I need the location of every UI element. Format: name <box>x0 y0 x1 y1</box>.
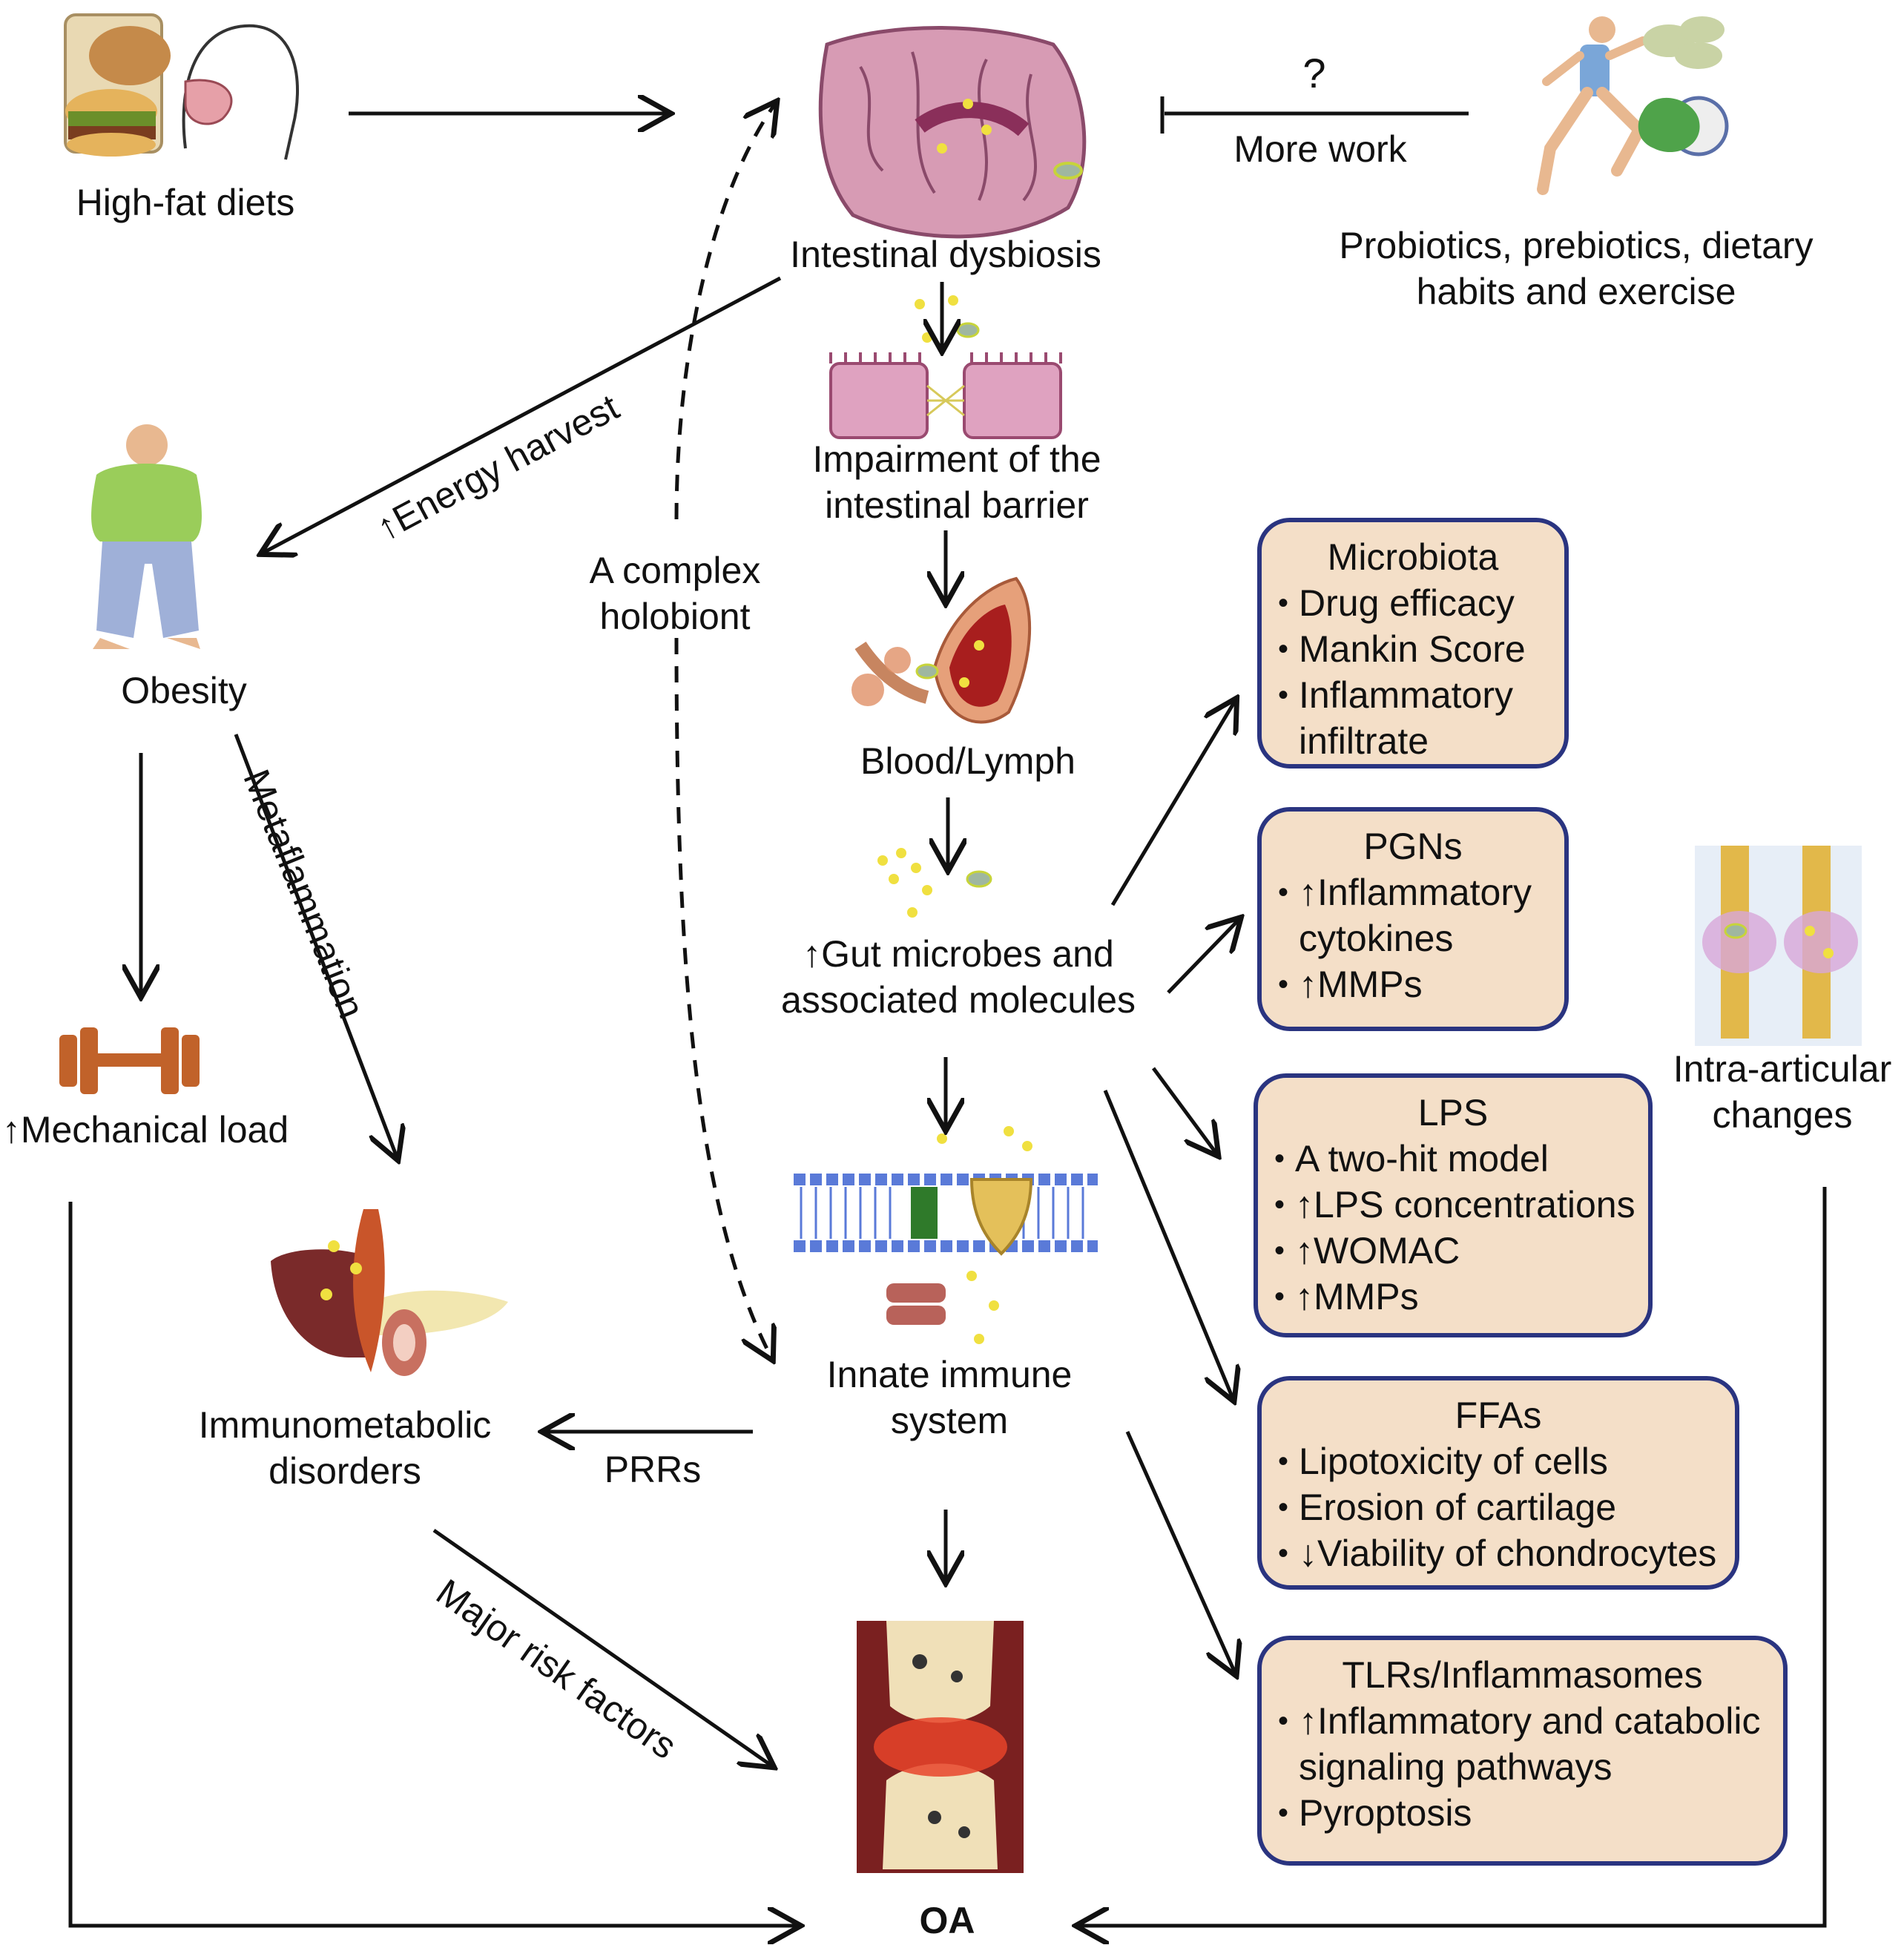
box-lps-item: ↑LPS concentrations <box>1274 1182 1635 1228</box>
box-tlrs-item: Pyroptosis <box>1278 1790 1767 1836</box>
label-question: ? <box>1302 50 1326 96</box>
arrow-to-ffas <box>1103 1090 1233 1398</box>
label-immunometabolic-line-1: Immunometabolic <box>198 1404 492 1446</box>
box-tlrs-inflammasomes: TLRs/Inflammasomes ↑Inflammatory and cat… <box>1257 1636 1788 1866</box>
box-tlrs-title: TLRs/Inflammasomes <box>1342 1654 1703 1696</box>
box-pgns-title: PGNs <box>1363 826 1463 867</box>
arrow-intra-to-oa <box>1079 1187 1827 1926</box>
box-ffas: FFAs Lipotoxicity of cells Erosion of ca… <box>1257 1376 1739 1590</box>
knee-joint-icon <box>1695 846 1862 1046</box>
label-more-work: More work <box>1233 128 1407 170</box>
label-intestinal-dysbiosis: Intestinal dysbiosis <box>790 234 1101 275</box>
label-gut-microbes-line-2: associated molecules <box>780 979 1136 1021</box>
dumbbell-icon <box>59 1027 200 1094</box>
box-microbiota-item: Drug efficacy <box>1278 580 1548 626</box>
food-icon <box>64 13 171 157</box>
exercise-probiotics-icon <box>1537 16 1729 195</box>
label-impairment-barrier: Impairment of the intestinal barrier <box>812 436 1101 528</box>
box-ffas-item: Lipotoxicity of cells <box>1278 1438 1719 1484</box>
arrow-major-risk <box>432 1528 771 1765</box>
head-profile-icon <box>182 24 300 160</box>
box-tlrs-item: ↑Inflammatory and catabolic <box>1278 1698 1767 1744</box>
obese-person-icon <box>91 424 202 649</box>
box-microbiota-item: infiltrate <box>1299 720 1429 762</box>
box-tlrs-item: signaling pathways <box>1299 1746 1613 1788</box>
label-mechanical-load: ↑Mechanical load <box>1 1109 289 1151</box>
intestinal-barrier-icon <box>829 295 1062 439</box>
box-lps: LPS A two-hit model ↑LPS concentrations … <box>1254 1073 1653 1337</box>
label-impairment-line-1: Impairment of the <box>812 438 1101 480</box>
label-immunometabolic: Immunometabolic disorders <box>199 1402 492 1494</box>
box-microbiota-item: Inflammatory <box>1278 672 1548 718</box>
label-high-fat-diets: High-fat diets <box>76 182 295 223</box>
arrow-energy-harvest <box>263 276 782 553</box>
label-holobiont-line-1: A complex <box>589 550 761 591</box>
label-innate-line-1: Innate immune <box>826 1354 1073 1395</box>
box-microbiota-title: Microbiota <box>1327 536 1499 578</box>
label-intra-line-1: Intra-articular <box>1673 1048 1892 1090</box>
label-intra-articular: Intra-articular changes <box>1673 1046 1892 1138</box>
box-lps-item: ↑WOMAC <box>1274 1228 1632 1274</box>
arrow-holobiont-up <box>674 104 775 520</box>
box-lps-item: A two-hit model <box>1274 1136 1632 1182</box>
box-pgns-item: ↑MMPs <box>1278 961 1548 1007</box>
label-blood-lymph: Blood/Lymph <box>860 740 1075 782</box>
box-lps-item: ↑MMPs <box>1274 1274 1632 1320</box>
label-probiotics-line-2: habits and exercise <box>1416 271 1736 312</box>
arrow-load-to-oa <box>68 1202 797 1926</box>
label-complex-holobiont: A complex holobiont <box>590 547 761 639</box>
label-probiotics: Probiotics, prebiotics, dietary habits a… <box>1339 223 1813 315</box>
label-obesity: Obesity <box>121 670 247 711</box>
arrow-to-microbiota <box>1110 701 1235 906</box>
box-microbiota: Microbiota Drug efficacy Mankin Score In… <box>1257 518 1569 769</box>
label-prrs: PRRs <box>604 1449 702 1490</box>
metabolic-organs-icon <box>271 1209 508 1376</box>
label-impairment-line-2: intestinal barrier <box>825 484 1089 526</box>
microbes-cluster-icon <box>877 848 992 918</box>
box-lps-title: LPS <box>1417 1092 1489 1133</box>
label-intra-line-2: changes <box>1712 1094 1853 1136</box>
arrow-metaflammation <box>234 734 397 1157</box>
cell-membrane-icon <box>794 1126 1098 1344</box>
label-innate-immune: Innate immune system <box>827 1352 1073 1444</box>
box-microbiota-item: Mankin Score <box>1278 626 1548 672</box>
box-pgns: PGNs ↑Inflammatory cytokines ↑MMPs <box>1257 807 1569 1031</box>
blood-vessel-icon <box>851 576 1032 724</box>
box-pgns-item: ↑Inflammatory <box>1278 869 1548 915</box>
arrow-to-tlrs <box>1125 1430 1235 1673</box>
box-ffas-title: FFAs <box>1455 1395 1542 1436</box>
label-oa: OA <box>919 1900 975 1941</box>
label-holobiont-line-2: holobiont <box>599 596 751 637</box>
label-gut-microbes: ↑Gut microbes and associated molecules <box>781 931 1136 1023</box>
intestine-icon <box>818 26 1087 239</box>
label-gut-microbes-line-1: ↑Gut microbes and <box>803 933 1114 975</box>
label-immunometabolic-line-2: disorders <box>269 1450 421 1492</box>
arrow-to-lps <box>1151 1067 1216 1153</box>
label-probiotics-line-1: Probiotics, prebiotics, dietary <box>1339 225 1814 266</box>
label-innate-line-2: system <box>890 1400 1009 1441</box>
arrow-to-pgns <box>1167 920 1239 994</box>
arrow-holobiont-down <box>674 637 771 1357</box>
box-pgns-item: cytokines <box>1299 918 1454 959</box>
box-ffas-item: Erosion of cartilage <box>1278 1484 1719 1530</box>
oa-joint-icon <box>857 1621 1024 1873</box>
box-ffas-item: ↓Viability of chondrocytes <box>1278 1530 1719 1576</box>
